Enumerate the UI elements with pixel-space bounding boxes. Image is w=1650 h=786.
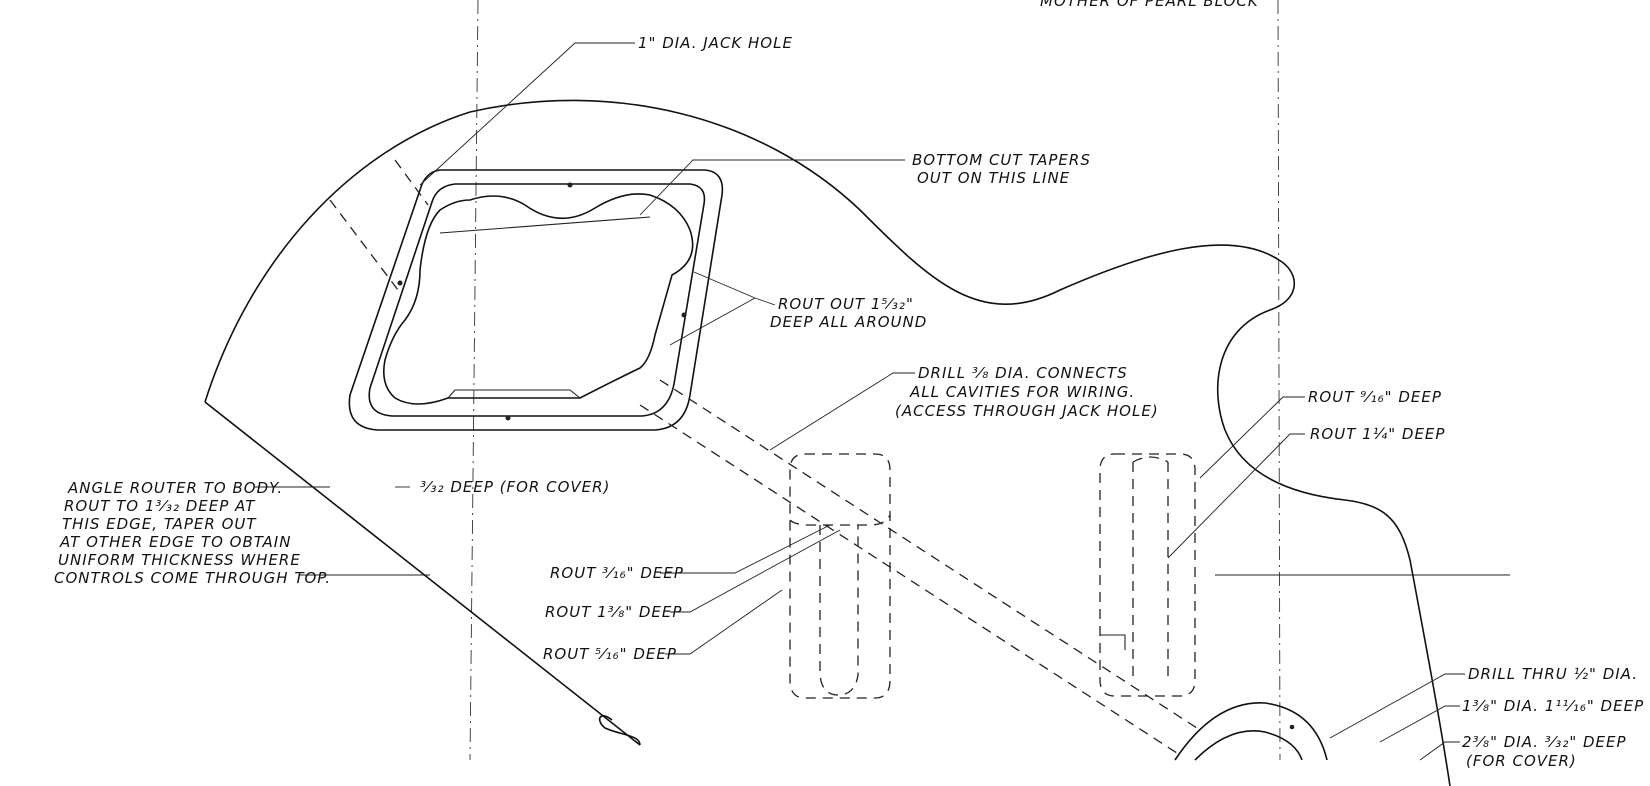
control-cavity-middle [368, 183, 706, 417]
pickup-notch-right [1100, 634, 1126, 650]
knob-recess-inner [1194, 730, 1303, 761]
leader-rout-3-16 [660, 524, 831, 574]
pickup-cavity-left-upper [789, 514, 891, 526]
control-cavity-inner [382, 193, 694, 405]
label-for-cover: (FOR COVER) [1466, 752, 1577, 770]
label-rout-9-16: ROUT ⁹⁄₁₆" DEEP [1308, 388, 1442, 406]
label-bottom-cut-1: BOTTOM CUT TAPERS [912, 151, 1091, 169]
cavity-dot-2 [397, 280, 403, 286]
leader-drill-thru [1329, 673, 1465, 739]
knob-dot [1289, 724, 1295, 730]
cavity-dot-1 [567, 182, 573, 188]
label-rout-out-2: DEEP ALL AROUND [770, 313, 927, 331]
label-rout-out-1: ROUT OUT 1⁵⁄₃₂" [778, 295, 914, 313]
pickup-cavity-right [1099, 453, 1196, 697]
label-rout-3-16: ROUT ³⁄₁₆" DEEP [550, 564, 684, 582]
leader-jack-hole [419, 42, 635, 186]
label-jack-hole: 1" DIA. JACK HOLE [638, 34, 793, 52]
label-bottom-cut-2: OUT ON THIS LINE [917, 169, 1070, 187]
leader-dia-1-3-8 [1379, 705, 1460, 743]
leader-drill [769, 372, 915, 451]
cavity-dot-3 [681, 312, 687, 318]
wiring-channel-upper [659, 379, 1201, 731]
label-angle-4: AT OTHER EDGE TO OBTAIN [59, 533, 291, 551]
label-rout-5-16: ROUT ⁵⁄₁₆" DEEP [543, 645, 677, 663]
pickup-slot-right [1132, 456, 1169, 680]
label-cover-depth: ³⁄₃₂ DEEP (FOR COVER) [420, 478, 610, 496]
label-drill-1: DRILL ³⁄₈ DIA. CONNECTS [918, 364, 1128, 382]
label-drill-thru: DRILL THRU ½" DIA. [1468, 665, 1638, 683]
jack-hole-dashed [329, 199, 399, 291]
leader-bottom-cut [639, 159, 905, 216]
body-outline [204, 99, 1451, 786]
label-rout-1-1-4: ROUT 1¼" DEEP [1310, 425, 1445, 443]
knob-recess-outer [1174, 702, 1328, 761]
leader-dia-2-3-8 [1419, 741, 1460, 761]
label-drill-2: ALL CAVITIES FOR WIRING. [909, 383, 1135, 401]
label-dia-2-3-8: 2³⁄₈" DIA. ³⁄₃₂" DEEP [1462, 733, 1627, 751]
label-angle-5: UNIFORM THICKNESS WHERE [58, 551, 301, 569]
label-angle-6: CONTROLS COME THROUGH TOP. [54, 569, 331, 587]
leader-rout-1-1-4 [1167, 433, 1305, 559]
vertical-center-line [469, 0, 479, 761]
leader-rout-5-16 [665, 589, 783, 655]
cavity-dot-4 [505, 415, 511, 421]
label-dia-1-3-8: 1³⁄₈" DIA. 1¹¹⁄₁₆" DEEP [1462, 697, 1644, 715]
strap-button-curl [598, 715, 641, 746]
cavity-bottom-step [447, 389, 581, 399]
header-fragment: MOTHER OF PEARL BLOCK [1040, 0, 1259, 10]
wiring-channel-lower [639, 404, 1181, 756]
cavity-tilt-line [439, 216, 651, 234]
jack-hole-dashed-2 [394, 159, 429, 206]
label-angle-1: ANGLE ROUTER TO BODY. [67, 479, 283, 497]
label-rout-1-3-8: ROUT 1³⁄₈" DEEP [545, 603, 682, 621]
vertical-center-line-right [1277, 0, 1281, 761]
leader-rout-9-16 [1199, 396, 1305, 479]
label-drill-3: (ACCESS THROUGH JACK HOLE) [895, 402, 1159, 420]
leader-rout-out-lower [669, 297, 756, 346]
leader-rout-1-3-8 [670, 529, 841, 613]
label-angle-3: THIS EDGE, TAPER OUT [62, 515, 257, 533]
control-cavity-outer [348, 169, 724, 431]
body-lower-edge [204, 401, 641, 746]
leader-rout-out-upper [693, 271, 776, 306]
pickup-cavity-left [789, 453, 891, 699]
label-angle-2: ROUT TO 1³⁄₃₂ DEEP AT [64, 497, 256, 515]
pickup-slot-left [819, 525, 859, 696]
